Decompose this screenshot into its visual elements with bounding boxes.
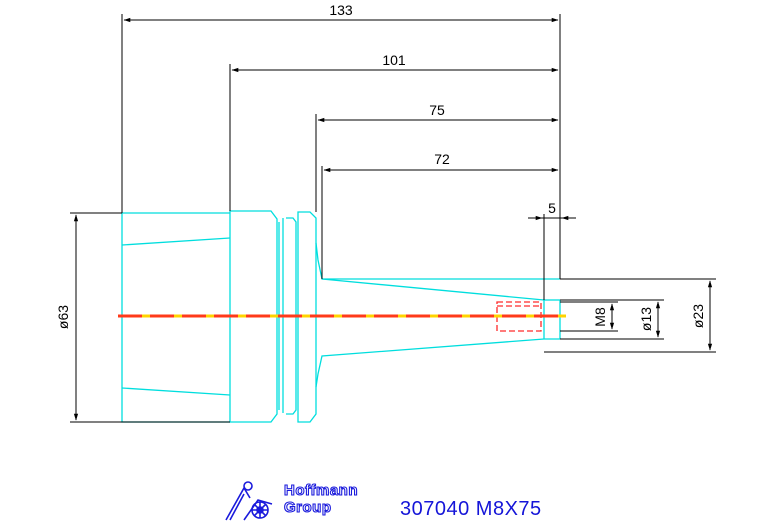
shank-top	[315, 242, 560, 280]
brand-line-1: Hoffmann	[283, 481, 358, 499]
dim-label-133: 133	[329, 2, 353, 18]
hoffmann-logo-icon	[225, 481, 273, 521]
dim-label-d23: ø23	[690, 304, 706, 328]
shank-bottom	[315, 338, 560, 388]
dim-label-5: 5	[548, 200, 556, 216]
dim-label-72: 72	[434, 151, 450, 167]
flange	[297, 211, 317, 423]
brand-line-2: Group	[283, 498, 332, 516]
collet-taper-top	[121, 237, 231, 246]
dim-label-75: 75	[429, 102, 445, 118]
dimension-lines	[70, 14, 716, 423]
collet-taper-bottom	[121, 387, 231, 396]
dim-label-d63: ø63	[55, 305, 71, 329]
footer: Hoffmann Group 307040 M8X75	[222, 478, 742, 522]
brand-name: Hoffmann Group	[283, 481, 358, 516]
dim-label-101: 101	[382, 52, 406, 68]
part-number: 307040 M8X75	[400, 498, 542, 520]
dim-label-m8: M8	[592, 307, 608, 327]
dim-label-d13: ø13	[638, 307, 654, 331]
shank-taper-top	[321, 278, 545, 301]
